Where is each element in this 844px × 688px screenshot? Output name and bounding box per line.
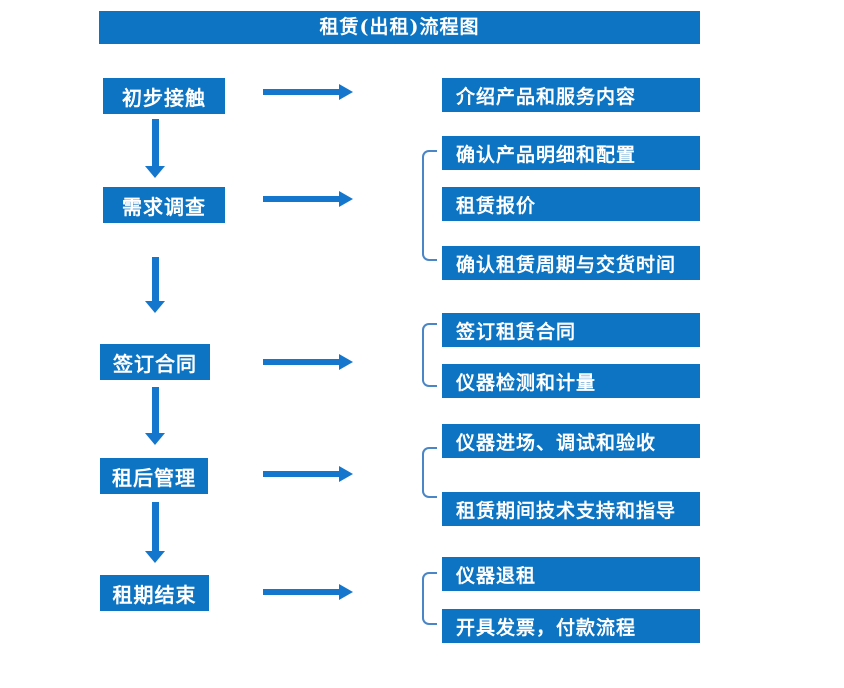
detail-instrument-setup-acceptance: 仪器进场、调试和验收: [442, 424, 700, 458]
bracket-icon-2: [422, 323, 437, 387]
detail-tech-support-guidance: 租赁期间技术支持和指导: [442, 492, 700, 526]
arrow-right-icon-1: [263, 84, 353, 100]
stage-demand-survey: 需求调查: [103, 187, 225, 223]
arrow-right-icon-4: [263, 466, 353, 482]
detail-sign-rental-contract: 签订租赁合同: [442, 313, 700, 347]
detail-invoice-payment: 开具发票，付款流程: [442, 609, 700, 643]
arrow-down-icon-4: [145, 502, 165, 563]
arrow-down-icon-3: [145, 387, 165, 445]
detail-rental-quote: 租赁报价: [442, 187, 700, 221]
arrow-right-icon-5: [263, 584, 353, 600]
bracket-icon-1: [422, 150, 437, 261]
stage-initial-contact: 初步接触: [103, 78, 225, 114]
detail-confirm-product-config: 确认产品明细和配置: [442, 136, 700, 170]
detail-introduce-products: 介绍产品和服务内容: [442, 78, 700, 112]
arrow-down-icon-1: [145, 119, 165, 178]
detail-instrument-return: 仪器退租: [442, 557, 700, 591]
stage-post-rental-management: 租后管理: [100, 458, 208, 494]
bracket-icon-3: [422, 447, 437, 498]
page-title: 租赁(出租)流程图: [319, 16, 480, 38]
arrow-down-icon-2: [145, 257, 165, 313]
bracket-icon-4: [422, 572, 437, 625]
stage-lease-end: 租期结束: [100, 575, 209, 611]
stage-sign-contract: 签订合同: [100, 344, 210, 380]
flowchart-title-bar: 租赁(出租)流程图: [99, 11, 700, 44]
arrow-right-icon-3: [263, 354, 353, 370]
arrow-right-icon-2: [263, 191, 353, 207]
detail-instrument-testing: 仪器检测和计量: [442, 364, 700, 398]
detail-confirm-period-delivery: 确认租赁周期与交货时间: [442, 246, 700, 280]
